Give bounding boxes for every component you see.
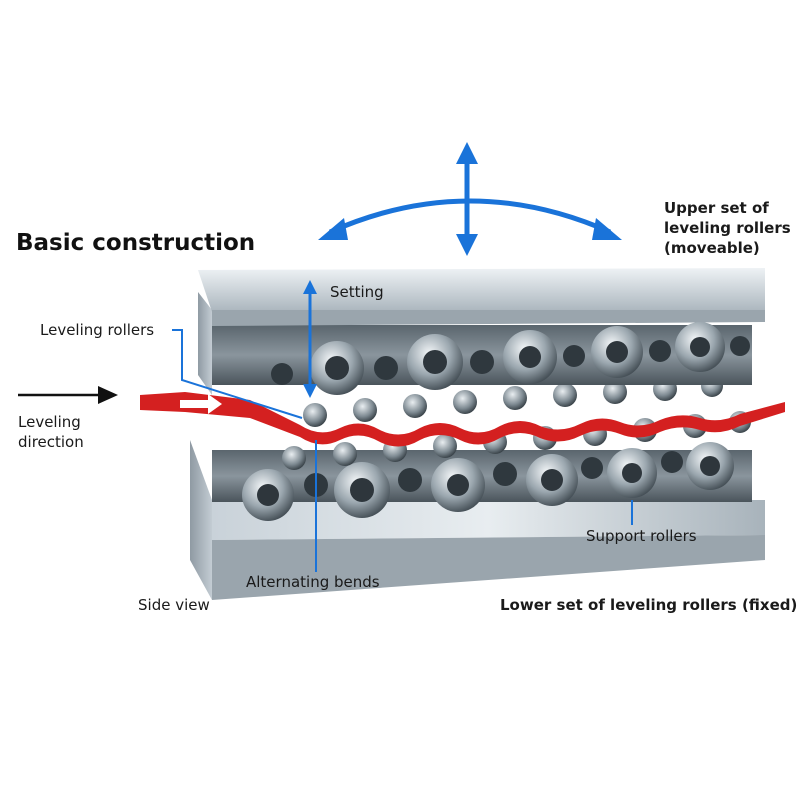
direction-arrow <box>18 386 118 404</box>
movement-arrows <box>318 142 622 256</box>
upper-support-rollers <box>271 322 750 395</box>
lower-set-label: Lower set of leveling rollers (fixed) <box>500 596 798 614</box>
leveling-rollers-label: Leveling rollers <box>40 321 155 339</box>
leader-lines <box>172 329 633 572</box>
leveling-direction-label: Leveling direction <box>18 413 84 451</box>
setting-label: Setting <box>330 283 384 301</box>
support-rollers <box>242 442 734 521</box>
alternating-bends-label: Alternating bends <box>246 573 380 591</box>
support-rollers-label: Support rollers <box>586 527 697 545</box>
setting-arrow <box>303 280 317 398</box>
metal-strip <box>140 392 785 447</box>
diagram-title: Basic construction <box>16 230 256 256</box>
side-view-label: Side view <box>138 596 210 614</box>
upper-set-label: Upper set of leveling rollers (moveable) <box>664 199 791 257</box>
